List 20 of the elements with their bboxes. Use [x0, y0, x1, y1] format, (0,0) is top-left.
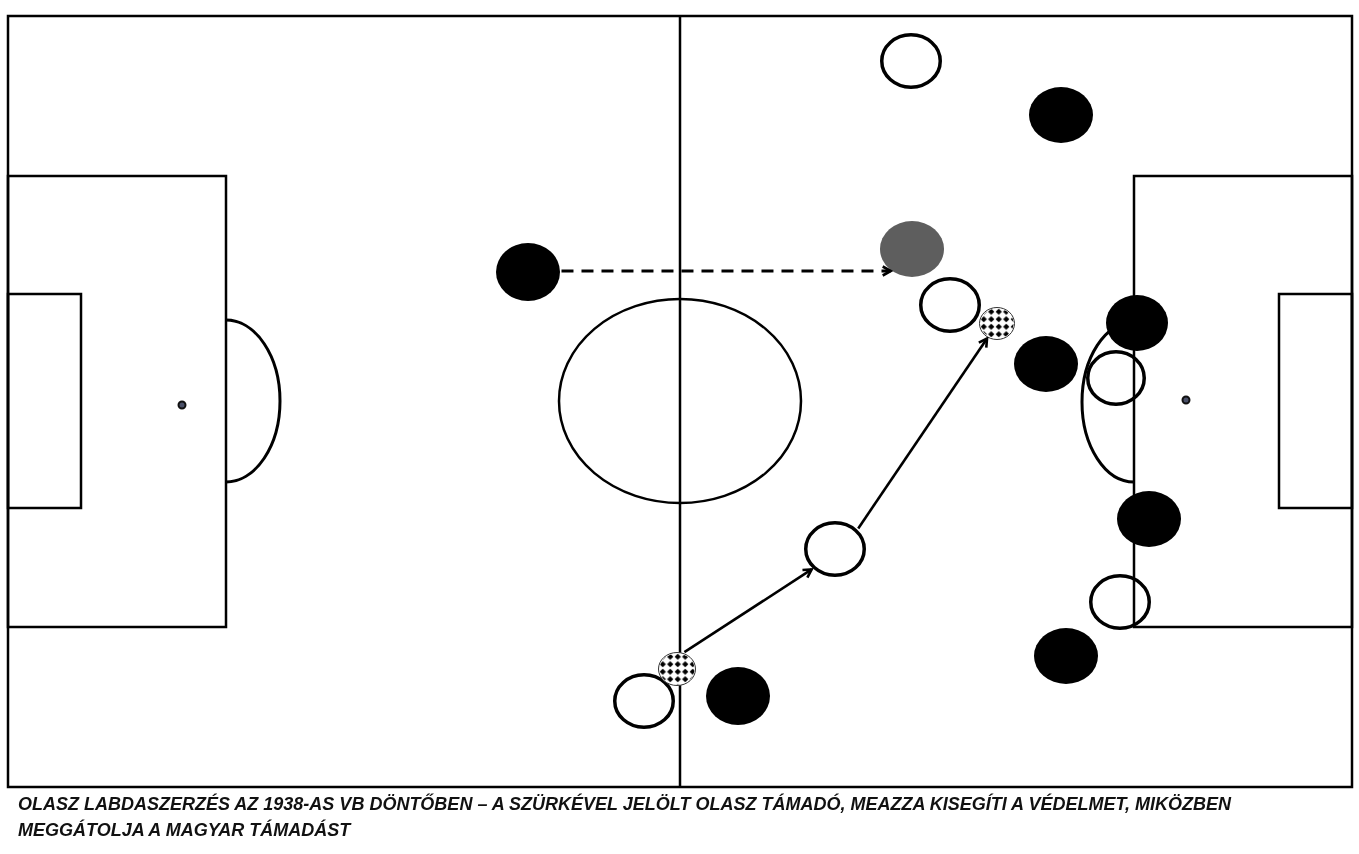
player-marker: [706, 667, 770, 725]
player-marker: [804, 521, 866, 577]
arrow: [683, 568, 813, 654]
player-marker: [880, 33, 942, 89]
player-marker: [1034, 628, 1098, 684]
caption: OLASZ LABDASZERZÉS AZ 1938-AS VB DÖNTŐBEN – A SZÜRKÉVEL JELÖLT OLASZ TÁMADÓ, MEAZZA KISEGÍTI A VÉDELMET, MIKÖZBEN MEGGÁTOLJA A MAGYAR TÁMADÁST: [18, 792, 1233, 842]
player-marker: [1086, 350, 1146, 406]
player-marker: [919, 277, 981, 333]
dashed-arrow: [561, 265, 892, 277]
player-marker: [1117, 491, 1181, 547]
player-marker: [1029, 87, 1093, 143]
player-marker: [1106, 295, 1168, 351]
player-marker: [880, 221, 944, 277]
arrow: [857, 337, 989, 530]
player-marker: [496, 243, 560, 301]
player-marker: [1089, 574, 1151, 630]
ball-marker: [979, 306, 1015, 340]
ball-marker: [658, 652, 696, 686]
player-marker: [613, 673, 675, 729]
player-marker: [1014, 336, 1078, 392]
